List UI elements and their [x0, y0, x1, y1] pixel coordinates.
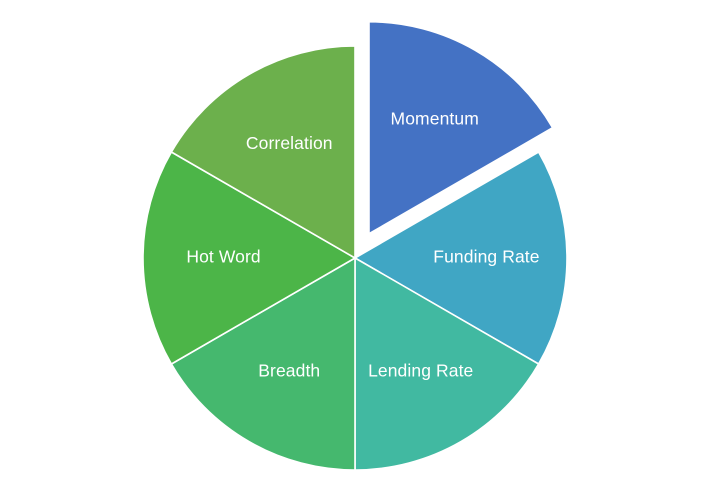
pie-slice-lending-rate[interactable] [354, 257, 540, 471]
pie-slice-label-lending-rate: Lending Rate [368, 360, 473, 380]
pie-slice-funding-rate[interactable] [354, 151, 568, 365]
pie-slices-group [142, 20, 568, 471]
pie-slice-correlation[interactable] [170, 45, 356, 259]
pie-slice-breadth[interactable] [170, 257, 356, 471]
pie-slice-label-momentum: Momentum [391, 109, 479, 129]
pie-slice-label-hot-word: Hot Word [186, 247, 260, 267]
pie-slice-hot-word[interactable] [142, 151, 356, 365]
pie-slice-momentum[interactable] [368, 20, 554, 235]
pie-slice-label-breadth: Breadth [258, 360, 320, 380]
pie-slice-label-funding-rate: Funding Rate [433, 247, 539, 267]
pie-slice-label-correlation: Correlation [246, 133, 333, 153]
